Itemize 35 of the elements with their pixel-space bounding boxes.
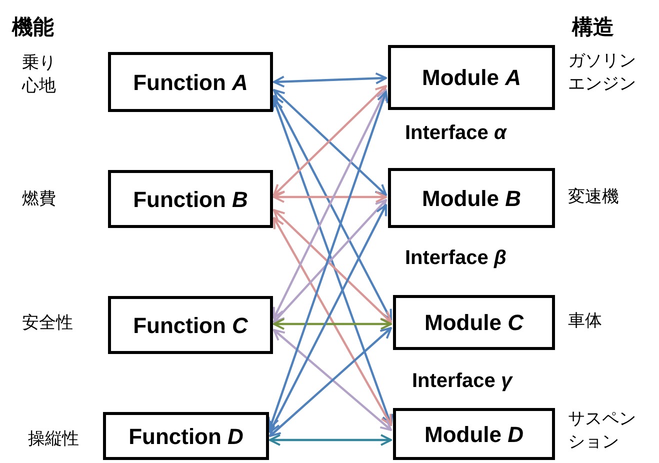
japanese-caption: 変速機 [568, 186, 620, 208]
arrow [273, 318, 392, 330]
japanese-caption: 安全性 [22, 312, 74, 334]
module-box [393, 408, 555, 460]
arrow [273, 217, 392, 426]
module-box [393, 295, 555, 350]
japanese-caption: ガソリンエンジン [568, 50, 637, 95]
interface-label: Interface γ [412, 369, 512, 394]
box-label: Module B [422, 184, 521, 212]
box-label: Module C [424, 309, 524, 337]
arrow [269, 204, 387, 433]
japanese-caption: 乗り心地 [22, 52, 57, 97]
box-label: Function A [133, 68, 248, 96]
arrow [269, 434, 392, 446]
japanese-caption: 操縦性 [28, 428, 80, 450]
box-label: Function B [133, 186, 248, 214]
japanese-caption: 燃費 [22, 188, 57, 210]
box-label: Module A [422, 64, 521, 92]
column-heading: 機能 [12, 15, 54, 41]
interface-label: Interface β [405, 246, 506, 271]
japanese-caption: サスペンション [568, 408, 637, 453]
arrow [273, 191, 387, 203]
module-box [108, 170, 273, 228]
module-box [103, 412, 269, 460]
module-box [388, 168, 555, 228]
box-label: Function C [133, 312, 248, 340]
module-box [108, 296, 273, 354]
box-label: Function D [128, 422, 244, 450]
interface-label: Interface α [405, 121, 506, 146]
module-box [108, 52, 273, 112]
japanese-caption: 車体 [568, 310, 603, 332]
box-label: Module D [424, 420, 524, 448]
module-box [388, 45, 555, 110]
arrow [273, 72, 387, 88]
column-heading: 構造 [572, 15, 614, 41]
